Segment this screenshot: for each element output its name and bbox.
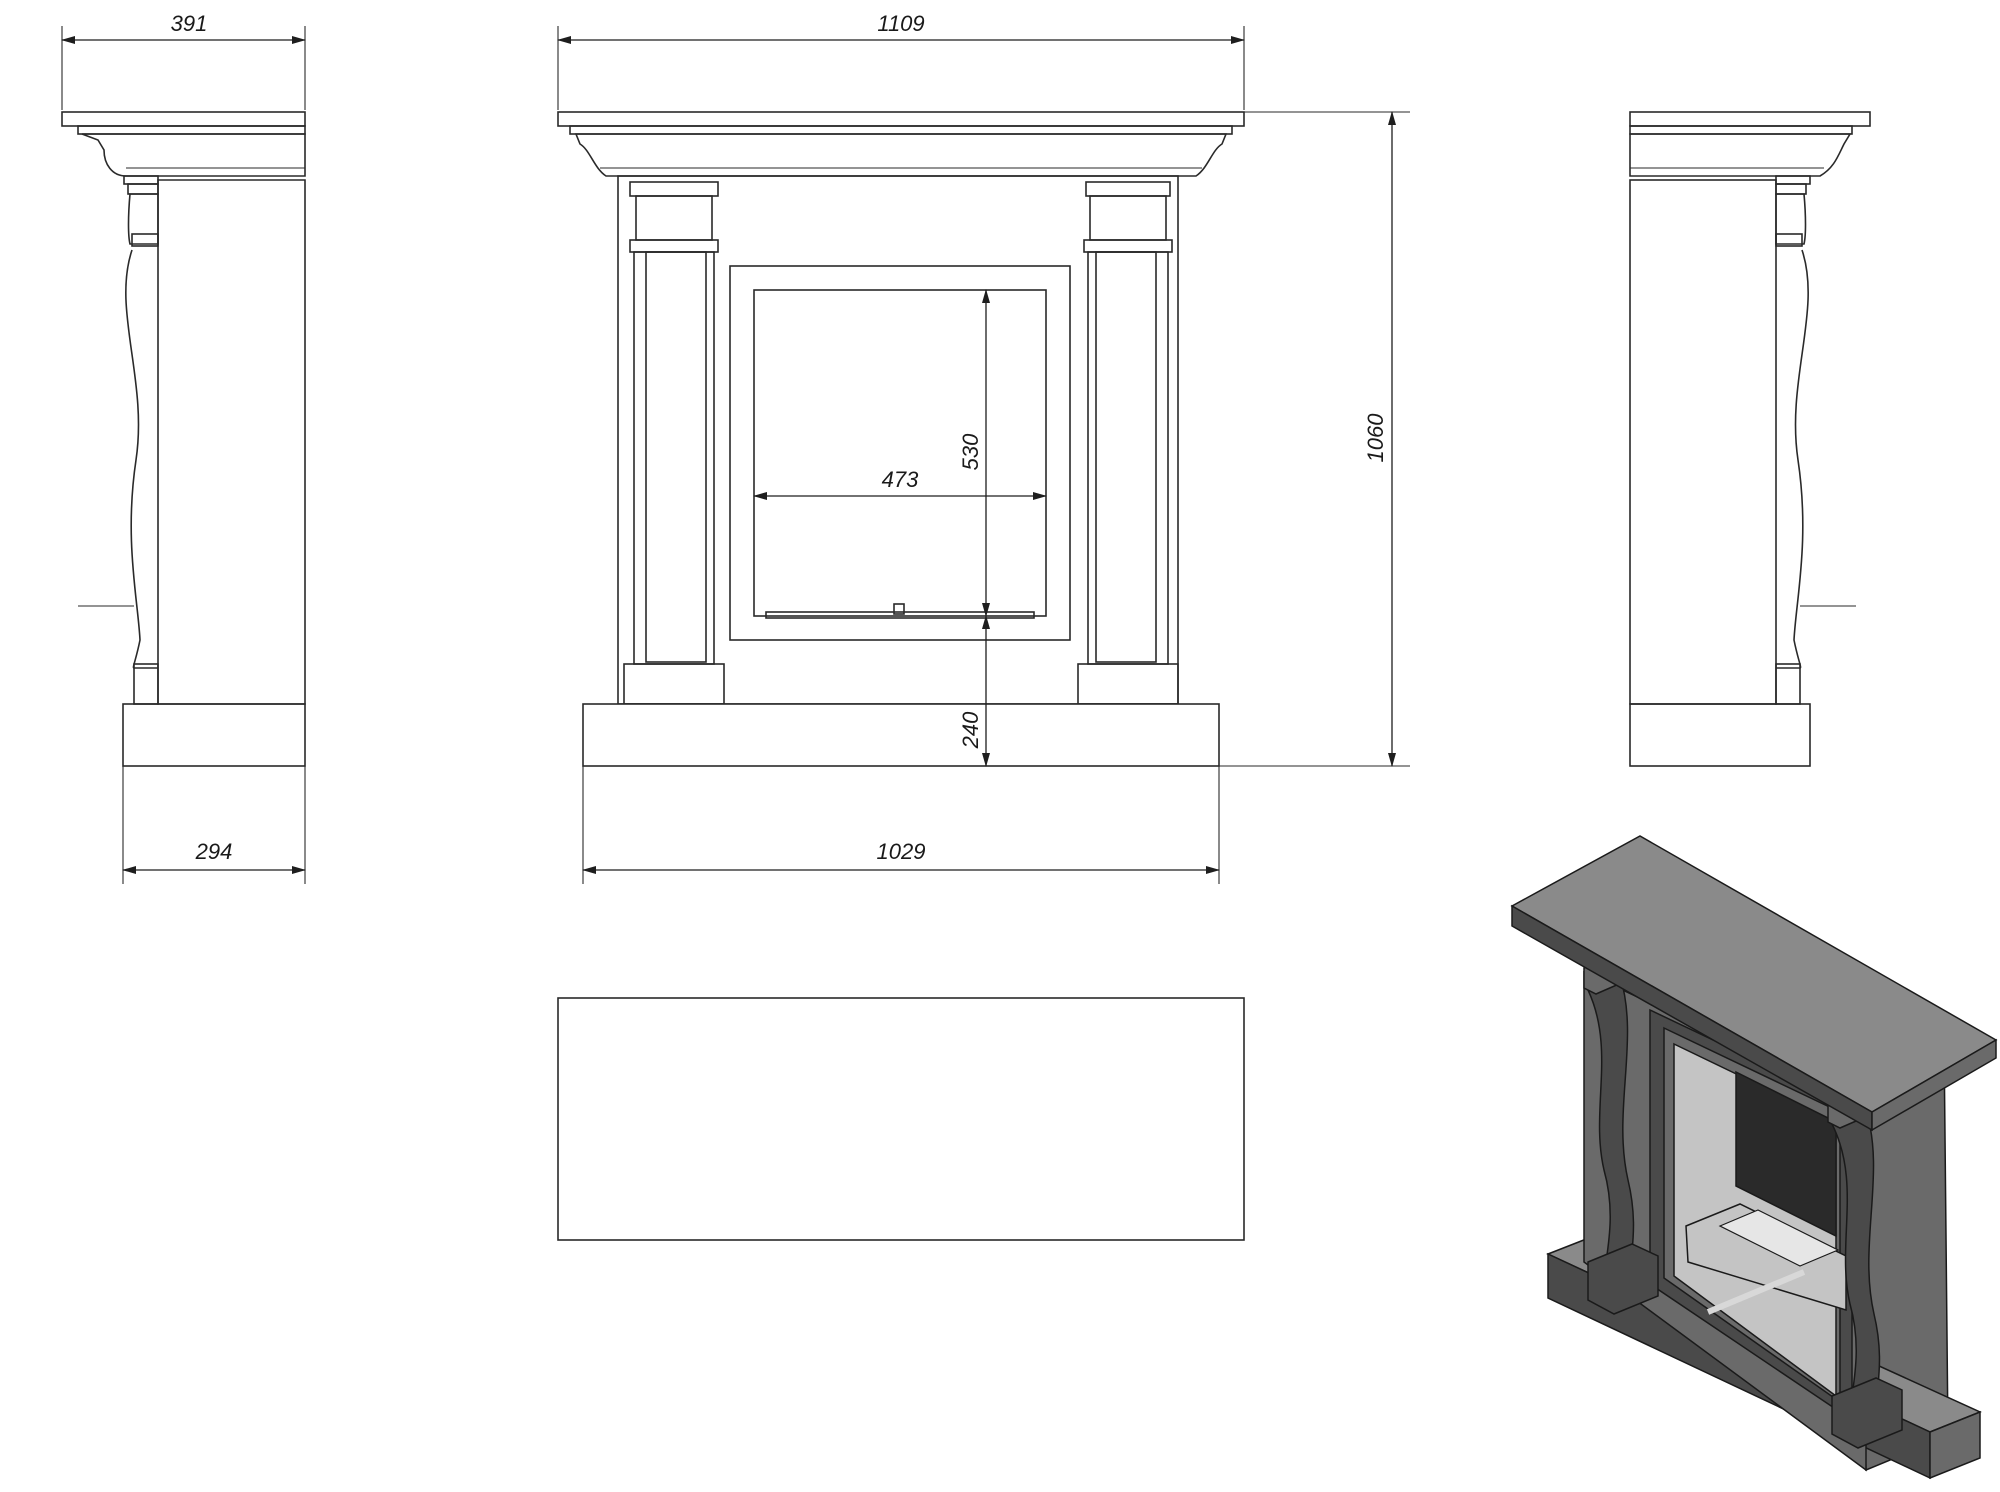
dim-label-240: 240 xyxy=(958,711,983,749)
dim-label-1109: 1109 xyxy=(877,11,924,36)
dimension-473: 473 xyxy=(753,467,1047,500)
dimension-240: 240 xyxy=(958,615,990,767)
isometric-view xyxy=(1510,835,1998,1480)
dim-label-391: 391 xyxy=(171,11,208,36)
left-side-view xyxy=(61,111,306,767)
dim-label-1029: 1029 xyxy=(877,839,926,864)
dim-label-1060: 1060 xyxy=(1363,413,1388,463)
dimension-1029: 1029 xyxy=(582,766,1220,884)
front-view xyxy=(557,111,1245,767)
dimension-391: 391 xyxy=(61,11,306,110)
dim-label-473: 473 xyxy=(882,467,919,492)
dimension-1109: 1109 xyxy=(557,11,1245,110)
dimension-294: 294 xyxy=(122,766,306,884)
dim-label-530: 530 xyxy=(958,433,983,470)
plan-view xyxy=(557,997,1245,1241)
dimension-1060: 1060 xyxy=(1219,111,1410,767)
right-side-view xyxy=(1629,111,1871,767)
dim-label-294: 294 xyxy=(195,839,233,864)
dimension-530: 530 xyxy=(958,289,990,617)
